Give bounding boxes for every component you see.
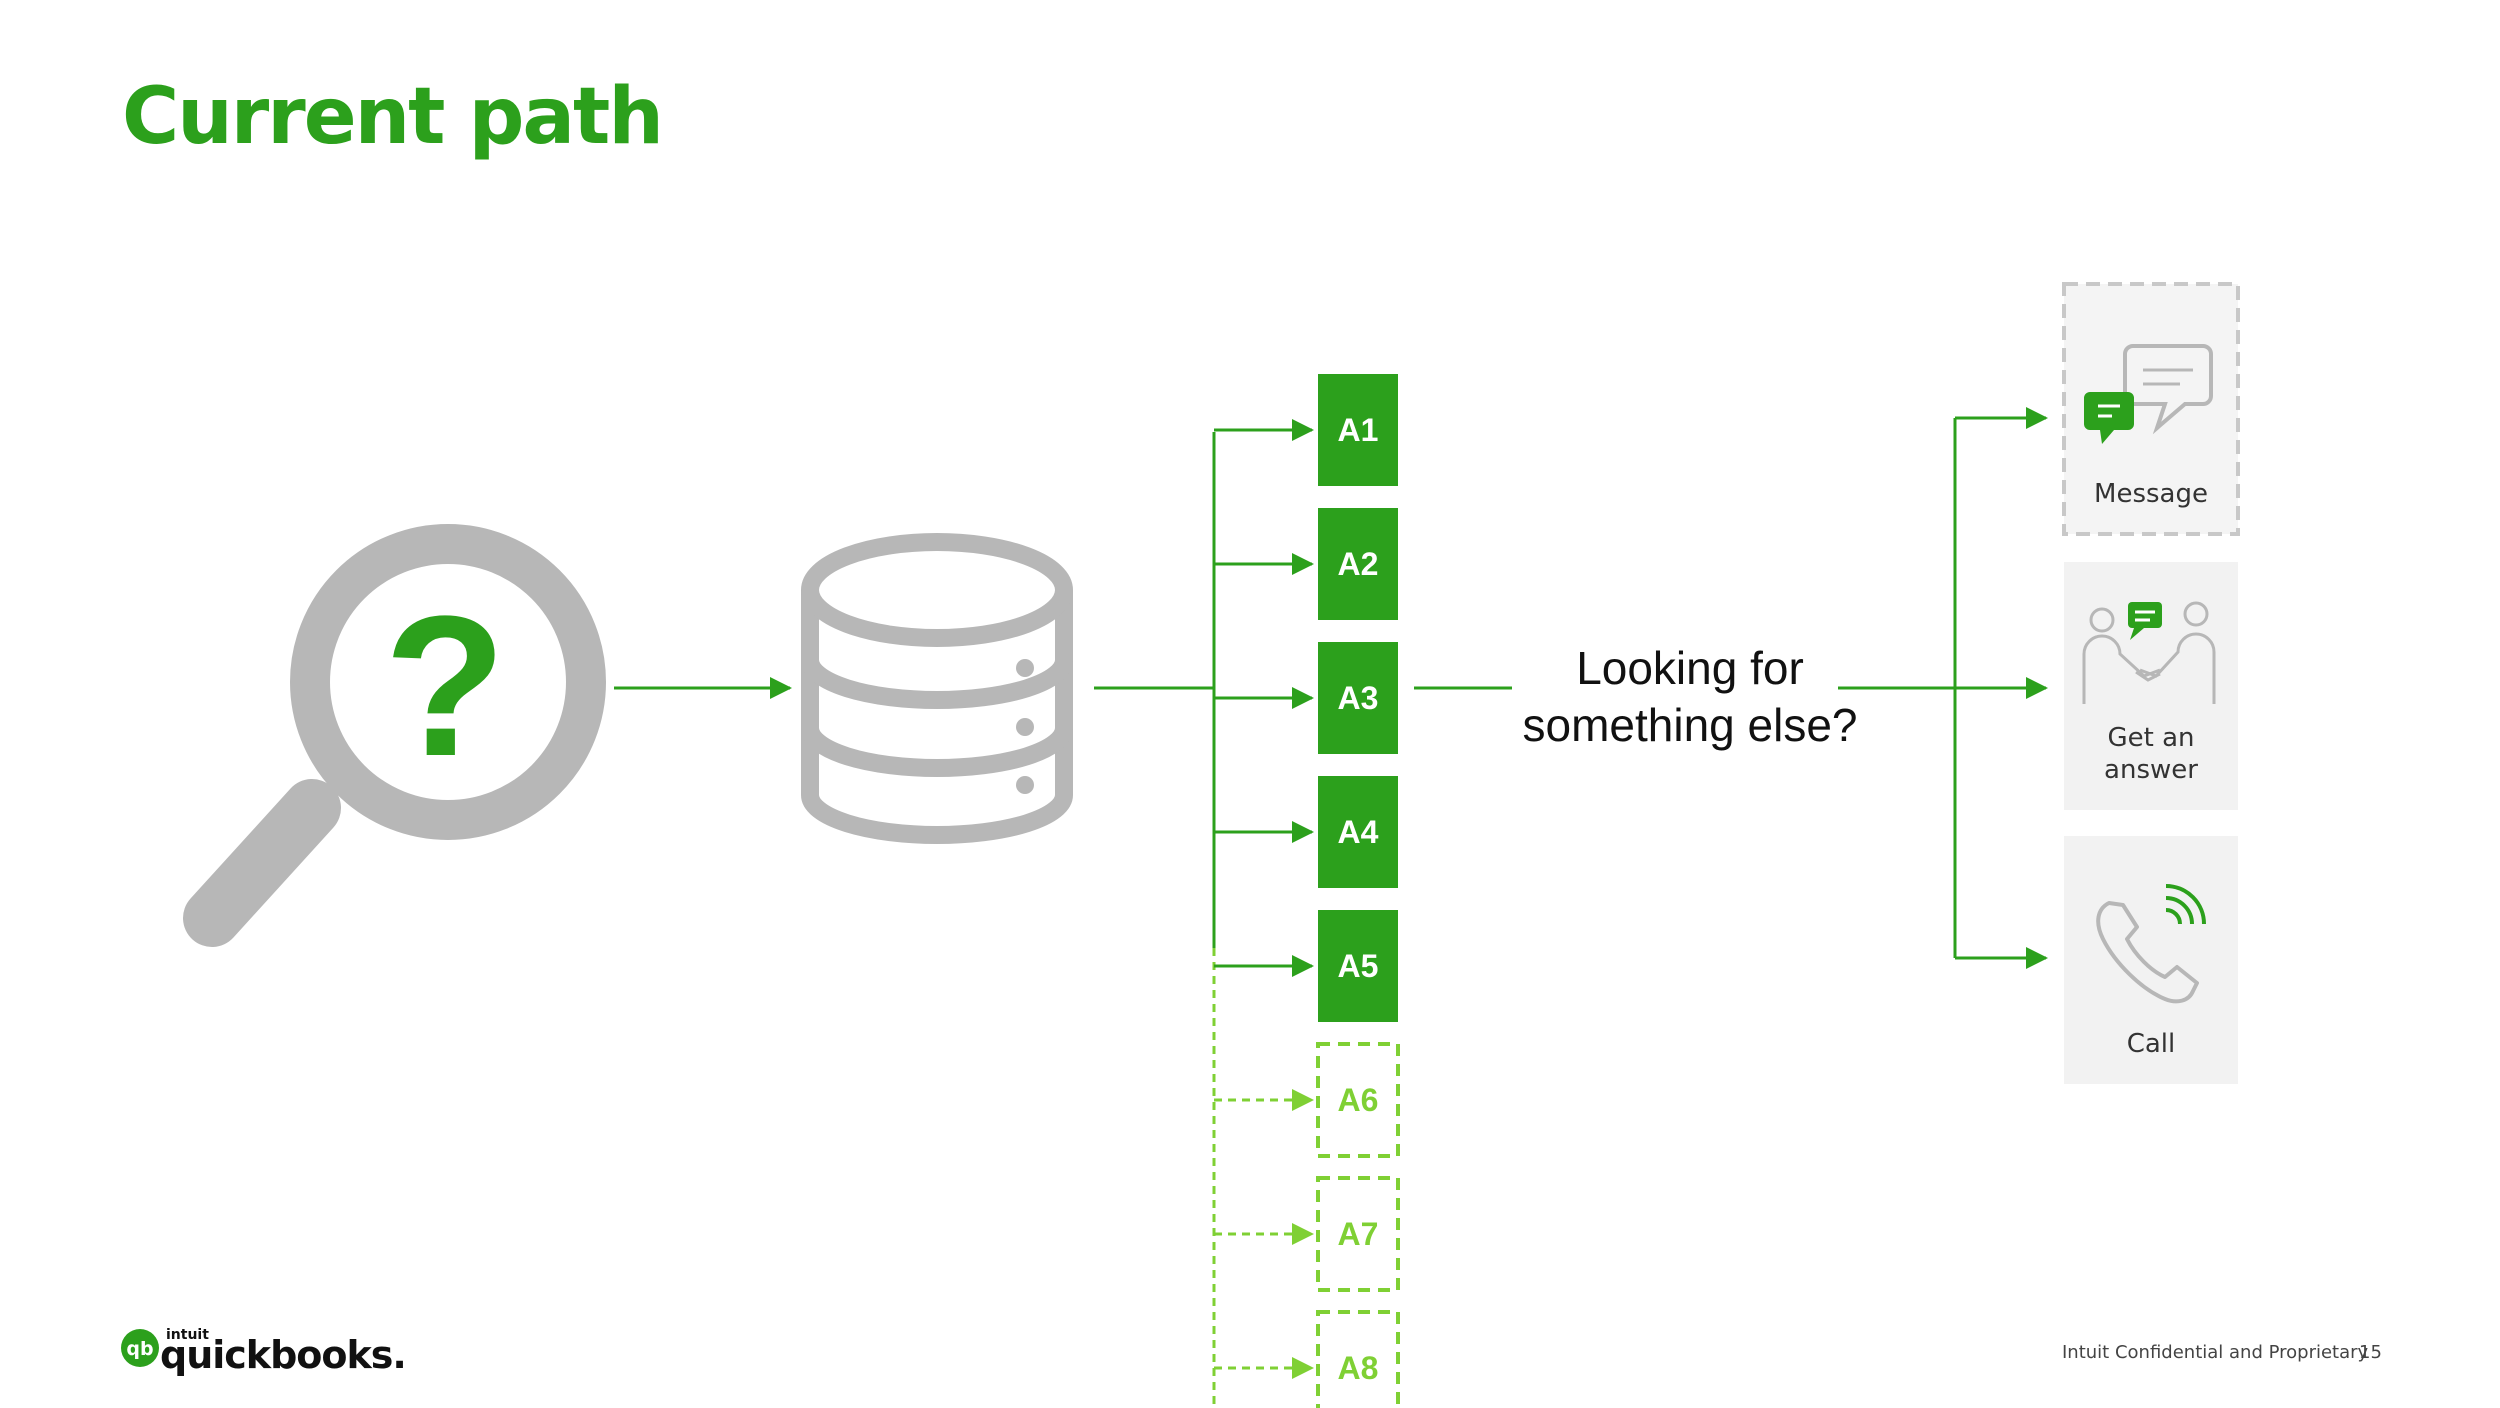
card-get-an-answer-label: Get an answer — [2064, 722, 2238, 786]
answer-label-1: A1 — [1338, 412, 1379, 448]
answer-label-4: A4 — [1338, 814, 1379, 850]
answer-label-6: A6 — [1338, 1082, 1379, 1118]
card-get-an-answer[interactable] — [2064, 562, 2238, 810]
answer-label-7: A7 — [1338, 1216, 1379, 1252]
question-line-1: Looking for — [1576, 642, 1804, 694]
intuit-wordmark: intuit — [166, 1327, 209, 1343]
answer-label-3: A3 — [1338, 680, 1379, 716]
answers-connector — [1094, 432, 1216, 1408]
cards-connector — [1838, 407, 2048, 969]
answer-box-1[interactable] — [1318, 374, 1398, 486]
question-label: Looking for something else? — [1480, 640, 1900, 754]
slide-title: Current path — [122, 72, 664, 162]
quickbooks-wordmark: quickbooks. — [160, 1333, 407, 1377]
magnifying-glass-question-icon: ? — [183, 524, 606, 947]
answer-box-6[interactable] — [1316, 1042, 1400, 1158]
card-call[interactable] — [2064, 836, 2238, 1084]
page-number: 15 — [2359, 1342, 2382, 1363]
svg-text:?: ? — [384, 575, 506, 798]
chat-badge-icon — [2128, 602, 2162, 640]
card-message[interactable] — [2062, 282, 2240, 536]
confidential-footer: Intuit Confidential and Proprietary — [2062, 1342, 2369, 1363]
answer-box-3[interactable] — [1318, 642, 1398, 754]
answer-box-5[interactable] — [1318, 910, 1398, 1022]
answer-box-2[interactable] — [1318, 508, 1398, 620]
answer-box-8[interactable] — [1316, 1310, 1400, 1408]
card-call-label: Call — [2126, 1029, 2176, 1059]
answer-label-5: A5 — [1338, 948, 1379, 984]
card-get-an-answer-line-2: answer — [2104, 755, 2198, 785]
answer-label-2: A2 — [1338, 546, 1379, 582]
answer-box-7[interactable] — [1316, 1176, 1400, 1292]
svg-text:qb: qb — [126, 1338, 153, 1360]
chat-bubbles-icon — [2084, 344, 2213, 444]
database-icon — [801, 533, 1073, 844]
card-message-label: Message — [2094, 479, 2208, 509]
card-get-an-answer-line-1: Get an — [2107, 723, 2195, 753]
people-handshake-icon — [2082, 601, 2216, 704]
answer-label-8: A8 — [1338, 1350, 1379, 1386]
quickbooks-logo-icon: qb — [121, 1329, 159, 1367]
answer-box-4[interactable] — [1318, 776, 1398, 888]
phone-icon — [2096, 884, 2206, 1004]
question-line-2: something else? — [1522, 699, 1858, 751]
